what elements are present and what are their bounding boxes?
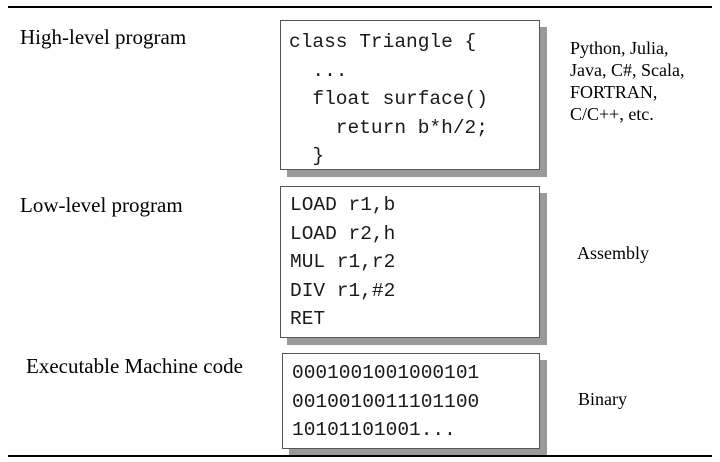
code-line: MUL r1,r2 xyxy=(290,251,396,273)
machine-code-box: 0001001001000101 0010010011101100 10101101… xyxy=(282,353,540,449)
low-level-languages: Assembly xyxy=(577,242,649,264)
high-level-label: High-level program xyxy=(20,25,187,49)
code-line: ... xyxy=(289,59,348,82)
code-line: } xyxy=(289,145,325,167)
language-line: FORTRAN, xyxy=(570,82,658,102)
bottom-rule xyxy=(8,455,712,457)
language-line: C/C++, etc. xyxy=(570,104,654,124)
code-line: return b*h/2; xyxy=(289,116,488,139)
language-line: Python, Julia, xyxy=(570,38,669,58)
code-line: 0001001001000101 xyxy=(292,362,480,384)
code-line: LOAD r2,h xyxy=(290,222,396,245)
machine-code-label: Executable Machine code xyxy=(26,354,243,378)
language-line: Java, C#, Scala, xyxy=(570,60,685,80)
machine-code: 0001001001000101 0010010011101100 10101101… xyxy=(283,354,539,445)
language-line: Binary xyxy=(578,389,627,409)
high-level-code-box: class Triangle { ... float surface() ret… xyxy=(280,20,540,170)
machine-code-languages: Binary xyxy=(578,388,627,410)
top-rule xyxy=(8,6,712,8)
code-line: RET xyxy=(290,308,326,330)
code-line: 0010010011101100 xyxy=(292,390,480,413)
code-line: 10101101001... xyxy=(292,419,456,441)
high-level-languages: Python, Julia, Java, C#, Scala, FORTRAN,… xyxy=(570,37,684,125)
code-line: LOAD r1,b xyxy=(290,194,396,216)
low-level-label: Low-level program xyxy=(20,193,183,217)
code-line: float surface() xyxy=(289,88,488,110)
high-level-code: class Triangle { ... float surface() ret… xyxy=(281,21,539,171)
language-line: Assembly xyxy=(577,243,649,263)
code-line: class Triangle { xyxy=(289,31,477,53)
code-line: DIV r1,#2 xyxy=(290,279,396,302)
